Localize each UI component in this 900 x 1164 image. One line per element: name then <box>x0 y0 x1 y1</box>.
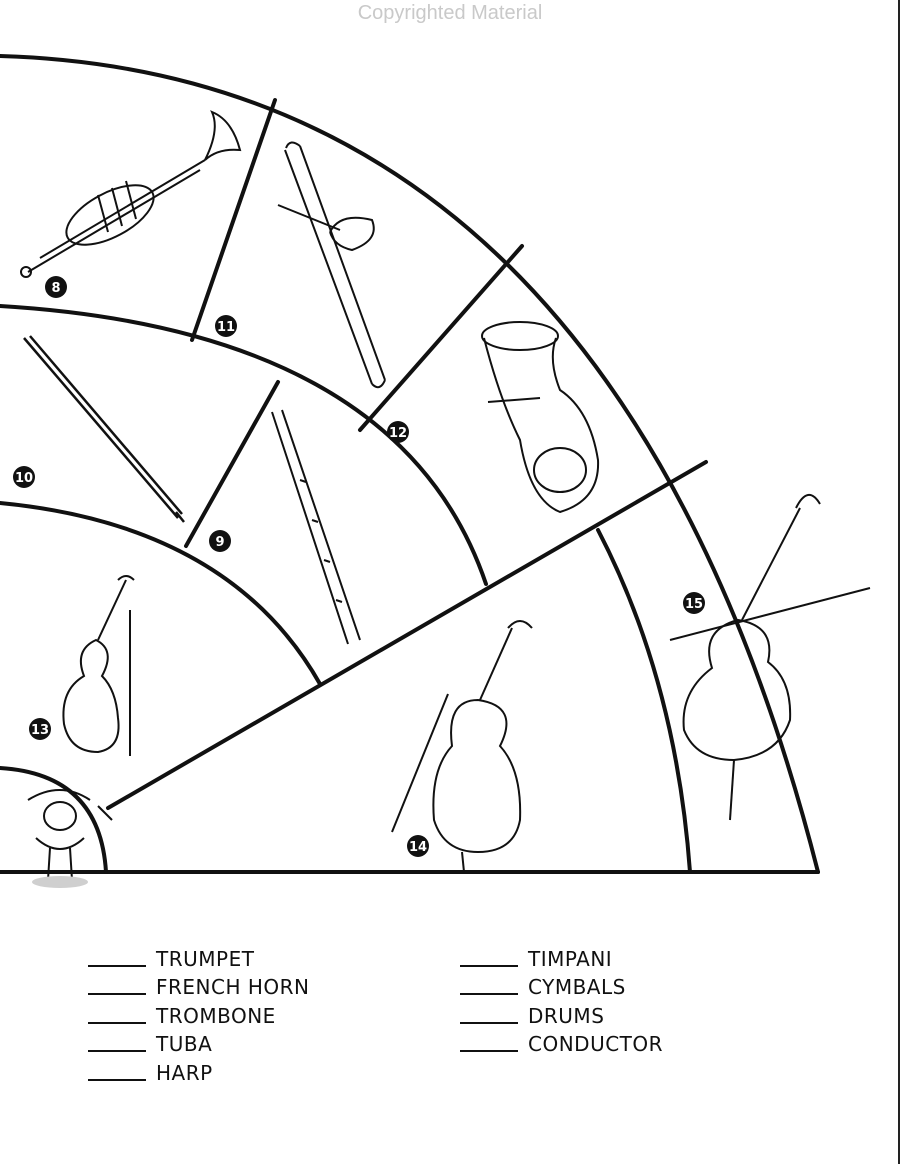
divider-trombone-tuba <box>358 244 524 432</box>
list-item-label: TIMPANI <box>528 946 613 971</box>
badge-8: 8 <box>45 276 67 298</box>
list-item: TRUMPET <box>88 942 310 971</box>
svg-text:10: 10 <box>15 471 33 486</box>
list-item: HARP <box>88 1056 310 1085</box>
list-item-label: CYMBALS <box>528 975 626 999</box>
ring-arc-2 <box>0 304 488 586</box>
list-item-label: TRUMPET <box>156 946 255 971</box>
bassoon-illustration <box>271 409 361 645</box>
answer-blank[interactable] <box>460 964 518 967</box>
badge-13: 13 <box>29 718 51 740</box>
word-list-left: TRUMPET FRENCH HORN TROMBONE TUBA HARP <box>88 942 310 1085</box>
oboe-illustration <box>23 335 185 523</box>
outer-arc <box>0 54 820 874</box>
answer-blank[interactable] <box>88 1050 146 1052</box>
page-edge <box>898 0 900 1164</box>
svg-text:13: 13 <box>31 723 49 738</box>
list-item-label: TROMBONE <box>156 1003 276 1028</box>
list-item: CONDUCTOR <box>460 1028 664 1056</box>
section-divider-radial <box>106 460 708 810</box>
trumpet-illustration <box>20 110 242 278</box>
divider-trumpet-trombone <box>190 98 277 342</box>
answer-blank[interactable] <box>88 1078 146 1081</box>
answer-blank[interactable] <box>460 1050 518 1052</box>
badge-14: 14 <box>407 835 429 857</box>
list-item: TIMPANI <box>460 942 663 971</box>
list-item-label: HARP <box>156 1060 213 1085</box>
list-item: FRENCH HORN <box>88 971 310 999</box>
list-item-label: FRENCH HORN <box>156 975 310 999</box>
list-item: TUBA <box>88 1028 310 1056</box>
list-item: CYMBALS <box>460 971 663 999</box>
copyright-watermark: Copyrighted Material <box>357 2 543 24</box>
list-item-label: CONDUCTOR <box>528 1032 664 1056</box>
answer-blank[interactable] <box>88 1021 146 1024</box>
svg-text:9: 9 <box>215 535 224 550</box>
conductor-illustration <box>27 789 113 888</box>
divider-cello-bass <box>596 528 692 874</box>
cello-illustration <box>391 620 533 873</box>
badge-9: 9 <box>209 530 231 552</box>
svg-text:8: 8 <box>51 281 60 296</box>
svg-text:11: 11 <box>217 320 235 335</box>
badge-12: 12 <box>387 421 409 443</box>
badge-15: 15 <box>683 592 705 614</box>
list-item: DRUMS <box>460 999 663 1028</box>
conductor-podium-arc <box>0 766 108 874</box>
ring-arc-3 <box>0 501 322 686</box>
list-item: TROMBONE <box>88 999 310 1028</box>
svg-text:15: 15 <box>685 597 703 612</box>
answer-blank[interactable] <box>460 993 518 995</box>
svg-text:14: 14 <box>409 840 427 855</box>
trombone-illustration <box>277 141 386 389</box>
word-list-right: TIMPANI CYMBALS DRUMS CONDUCTOR <box>460 942 663 1056</box>
answer-blank[interactable] <box>460 1021 518 1024</box>
answer-blank[interactable] <box>88 993 146 995</box>
double-bass-illustration <box>669 494 871 821</box>
list-item-label: DRUMS <box>528 1003 605 1028</box>
tuba-illustration <box>481 321 600 514</box>
badge-10: 10 <box>13 466 35 488</box>
svg-text:12: 12 <box>389 426 407 441</box>
answer-blank[interactable] <box>88 964 146 967</box>
badge-11: 11 <box>215 315 237 337</box>
divider-oboe-bassoon <box>184 380 280 548</box>
list-item-label: TUBA <box>156 1032 213 1056</box>
violin-illustration <box>62 575 135 756</box>
